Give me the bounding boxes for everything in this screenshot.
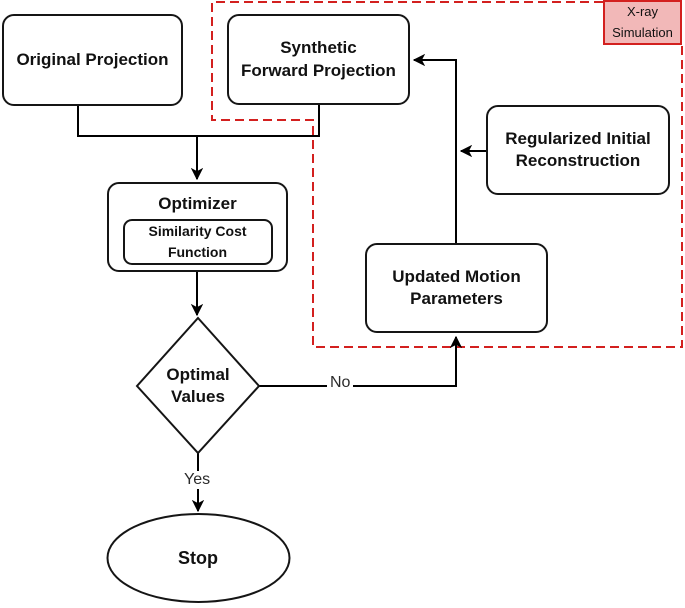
- edge-label-yes: Yes: [181, 471, 214, 489]
- node-label: Regularized Initial Reconstruction: [505, 128, 651, 170]
- node-updated-motion-parameters: Updated Motion Parameters: [365, 243, 548, 333]
- node-optimal-values: Optimal Values: [166, 364, 230, 406]
- node-synthetic-forward-projection: Synthetic Forward Projection: [227, 14, 410, 105]
- connector-merge-projections: [77, 105, 320, 137]
- node-label: Updated Motion Parameters: [392, 266, 521, 308]
- xray-simulation-region-tag: X-ray Simulation: [603, 0, 682, 45]
- connector-decision-to-updated: [259, 335, 463, 387]
- node-label: Similarity Cost Function: [148, 223, 247, 261]
- node-optimizer: Optimizer Similarity Cost Function: [107, 182, 288, 272]
- stop-ellipse-shape: [106, 513, 291, 603]
- node-similarity-cost-function: Similarity Cost Function: [122, 219, 273, 266]
- node-label: Synthetic Forward Projection: [241, 38, 396, 80]
- decision-diamond-shape: [135, 316, 261, 455]
- node-label: Original Projection: [16, 49, 169, 69]
- xray-region-dashed-border: [211, 1, 683, 348]
- connector-updated-to-synthetic: [412, 53, 457, 243]
- node-stop: Stop: [178, 547, 218, 568]
- node-regularized-initial-reconstruction: Regularized Initial Reconstruction: [486, 105, 670, 195]
- node-original-projection: Original Projection: [2, 14, 183, 106]
- node-label: Optimizer: [158, 194, 237, 213]
- edge-label-no: No: [327, 374, 354, 392]
- region-label: X-ray Simulation: [612, 4, 673, 40]
